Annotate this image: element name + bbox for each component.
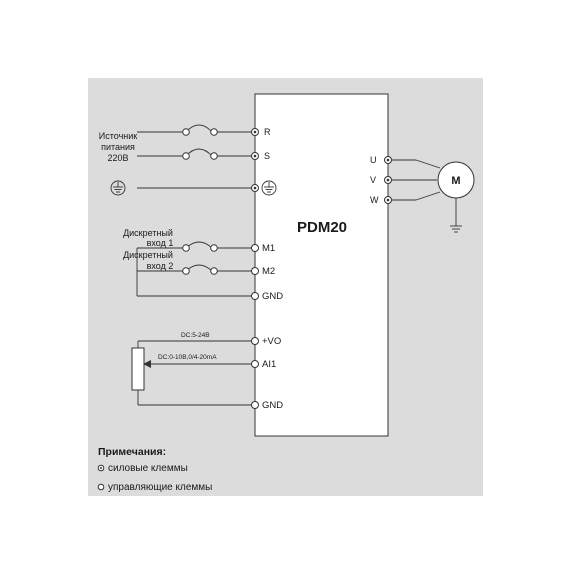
power-terminal-r bbox=[251, 128, 259, 136]
terminal-m1 bbox=[251, 244, 259, 252]
digital-input-2-label-2: вход 2 bbox=[147, 261, 174, 271]
power-terminal-s bbox=[251, 152, 259, 160]
notes-title: Примечания: bbox=[98, 446, 166, 458]
ground-terminal bbox=[251, 184, 259, 192]
analog-wiring bbox=[137, 340, 251, 406]
terminal-gnd-1 bbox=[251, 292, 259, 300]
output-terminal-w-label: W bbox=[370, 195, 379, 205]
digital-input-1-label-1: Дискретный bbox=[123, 228, 173, 238]
potentiometer-icon bbox=[131, 347, 145, 391]
notes-control-terminals: управляющие клеммы bbox=[108, 482, 212, 493]
motor-label: M bbox=[451, 175, 460, 187]
terminal-ai1-label: AI1 bbox=[262, 359, 276, 370]
terminal-m2 bbox=[251, 267, 259, 275]
device-box bbox=[254, 93, 389, 437]
power-source-label-3: 220В bbox=[107, 153, 128, 163]
notes-power-terminals: силовые клеммы bbox=[108, 463, 188, 474]
power-source-label-1: Источник bbox=[99, 131, 137, 141]
motor-icon bbox=[437, 161, 475, 199]
terminal-vo bbox=[251, 337, 259, 345]
motor-wires bbox=[392, 159, 462, 233]
digital-input-wiring bbox=[136, 241, 251, 297]
analog-supply-label: DC:5-24В bbox=[181, 332, 210, 339]
control-terminal-legend-icon bbox=[97, 483, 105, 491]
terminal-ai1 bbox=[251, 360, 259, 368]
terminal-gnd-2 bbox=[251, 401, 259, 409]
output-terminal-w bbox=[384, 196, 392, 204]
output-terminal-v-label: V bbox=[370, 175, 376, 185]
ground-terminal-icon bbox=[261, 180, 277, 196]
device-title: PDM20 bbox=[297, 219, 347, 236]
analog-signal-label: DC:0-10В,0/4-20mA bbox=[158, 354, 217, 361]
r-line bbox=[137, 124, 251, 136]
output-terminal-u-label: U bbox=[370, 155, 377, 165]
terminal-vo-label: +VO bbox=[262, 336, 281, 347]
digital-input-2-label-1: Дискретный bbox=[123, 250, 173, 260]
power-terminal-legend-icon bbox=[97, 464, 105, 472]
power-terminal-r-label: R bbox=[264, 127, 271, 137]
output-terminal-v bbox=[384, 176, 392, 184]
terminal-m1-label: M1 bbox=[262, 243, 275, 254]
ground-icon bbox=[110, 180, 126, 196]
power-terminal-s-label: S bbox=[264, 151, 270, 161]
s-line bbox=[137, 148, 251, 160]
terminal-m2-label: M2 bbox=[262, 266, 275, 277]
digital-input-1-label-2: вход 1 bbox=[147, 238, 174, 248]
terminal-gnd-2-label: GND bbox=[262, 400, 283, 411]
terminal-gnd-1-label: GND bbox=[262, 291, 283, 302]
power-source-label-2: питания bbox=[101, 142, 135, 152]
output-terminal-u bbox=[384, 156, 392, 164]
